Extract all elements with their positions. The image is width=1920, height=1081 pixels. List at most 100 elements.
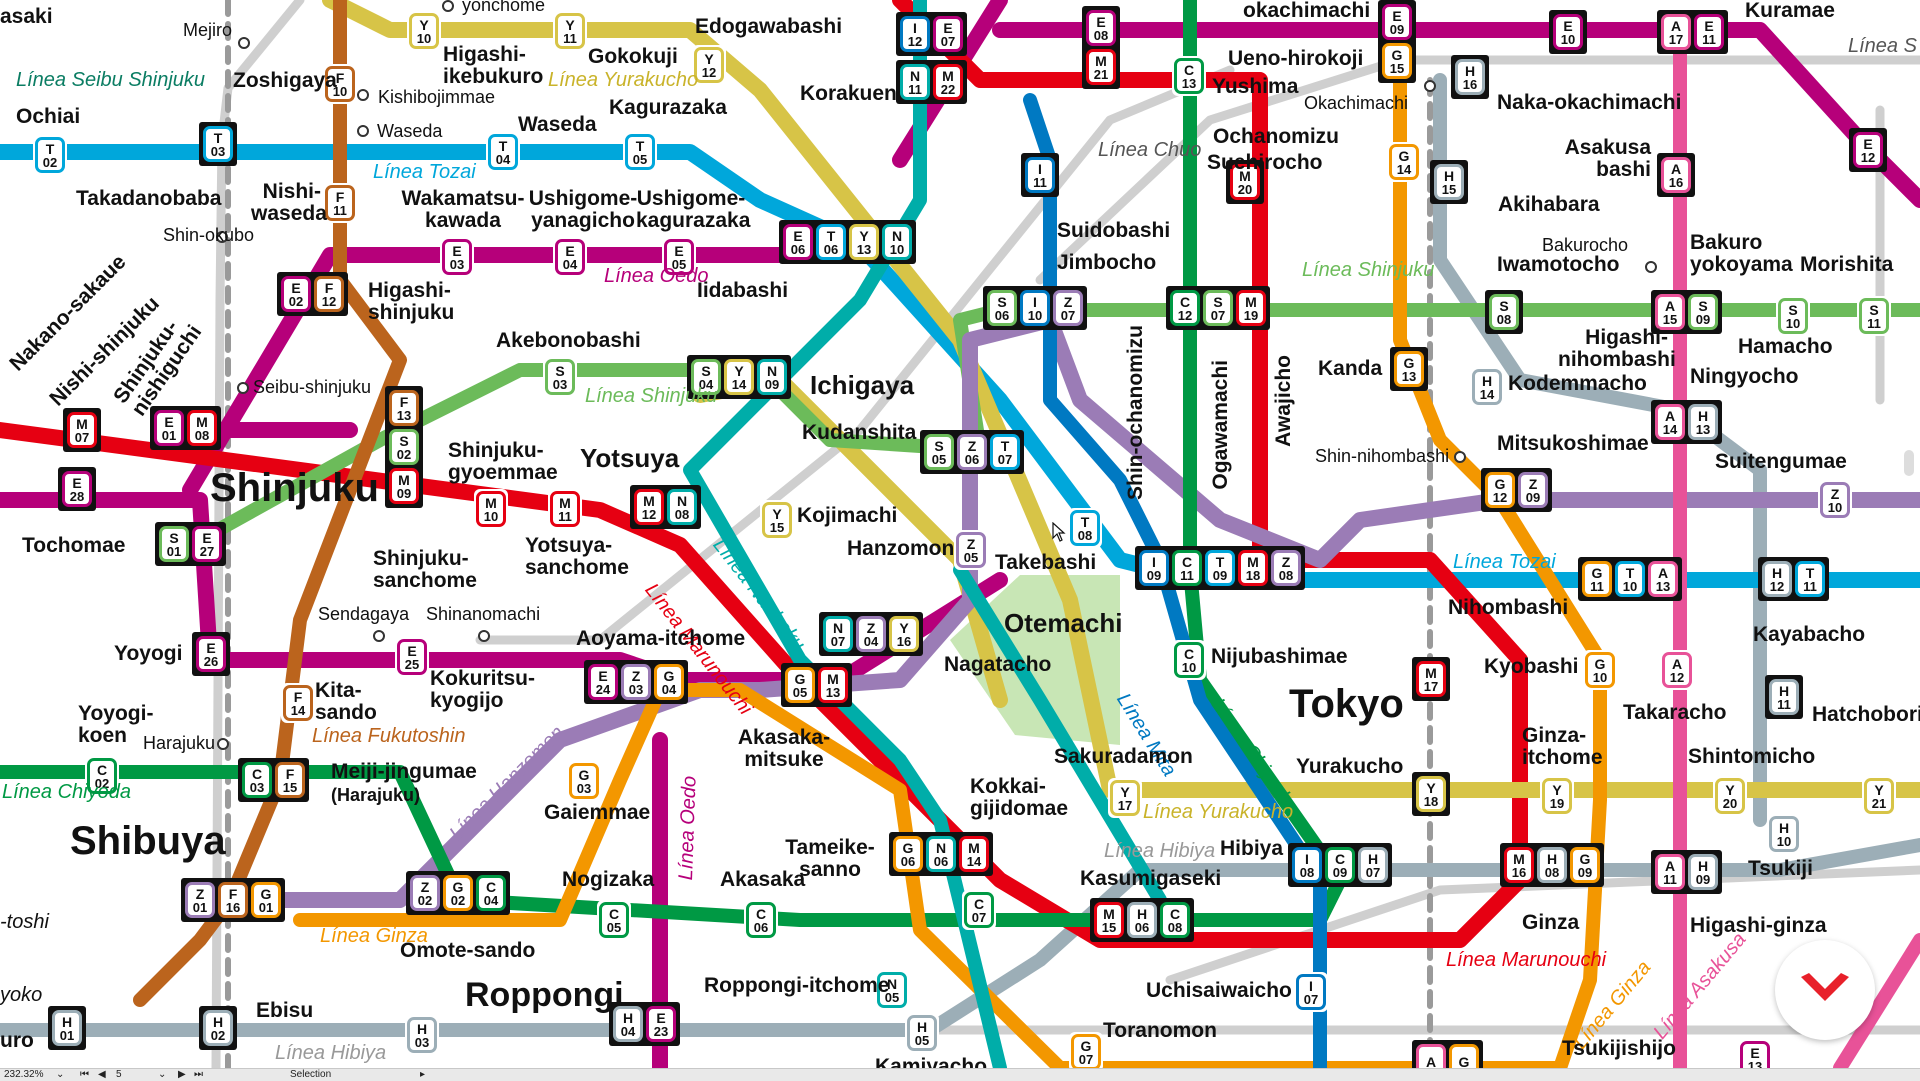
station-dot-okachimachi[interactable] — [1424, 80, 1436, 92]
first-page-icon[interactable]: ⏮ — [80, 1069, 89, 1080]
prev-page-icon[interactable]: ◀ — [98, 1069, 106, 1080]
vertical-scrollbar-thumb[interactable] — [1904, 450, 1914, 476]
station-dot-shin-nihombashi[interactable] — [1454, 451, 1466, 463]
station-dot-seibu-shinjuku[interactable] — [237, 382, 249, 394]
statusbar-arrow-icon[interactable]: ▸ — [420, 1069, 426, 1080]
station-dot-yonchome[interactable] — [442, 0, 454, 12]
station-dot-waseda-toden[interactable] — [357, 125, 369, 137]
page-number-field[interactable]: 5 — [116, 1069, 122, 1080]
zoom-dropdown-icon[interactable]: ⌄ — [56, 1069, 65, 1080]
last-page-icon[interactable]: ⏭ — [194, 1069, 203, 1080]
station-dot-shinanomachi[interactable] — [478, 630, 490, 642]
tool-mode[interactable]: Selection — [290, 1069, 332, 1080]
station-dot-kishibojimmae[interactable] — [357, 89, 369, 101]
zoom-level[interactable]: 232.32% — [4, 1069, 44, 1080]
station-dot-mejiro[interactable] — [238, 37, 250, 49]
next-page-button[interactable] — [1775, 940, 1875, 1040]
page-dropdown-icon[interactable]: ⌄ — [158, 1069, 167, 1080]
next-page-icon[interactable]: ▶ — [178, 1069, 186, 1080]
